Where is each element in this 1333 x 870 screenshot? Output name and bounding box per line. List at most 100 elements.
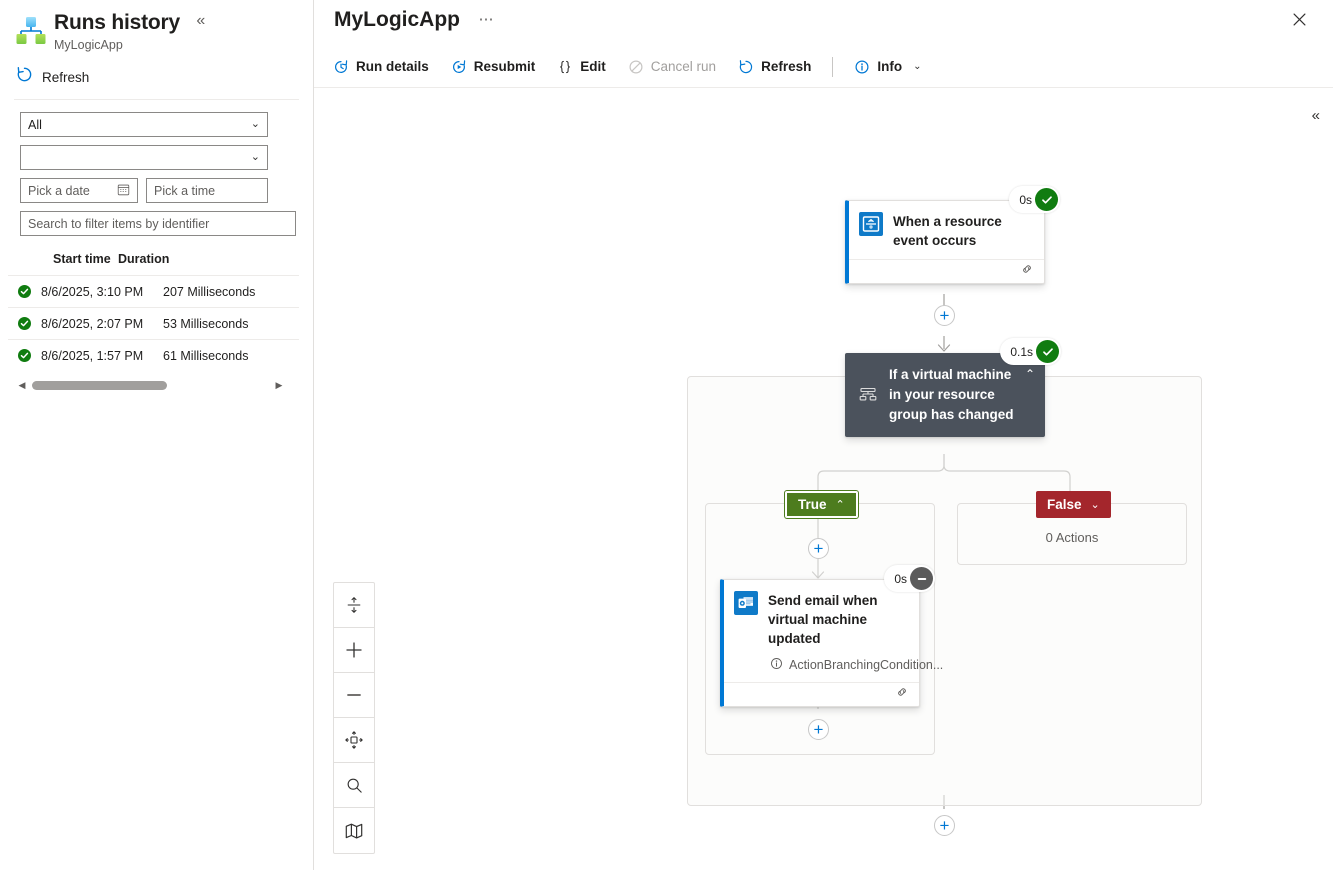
condition-duration: 0.1s: [1010, 344, 1033, 359]
success-check-icon: [18, 285, 31, 298]
run-details-button[interactable]: Run details: [322, 51, 440, 83]
add-action-button[interactable]: +: [934, 305, 955, 326]
add-action-button[interactable]: +: [808, 538, 829, 559]
action-title: Send email when virtual machine updated: [768, 593, 878, 646]
canvas-controls: [333, 582, 375, 854]
edit-button[interactable]: Edit: [546, 51, 617, 83]
info-circle-icon: [770, 657, 783, 673]
horizontal-scrollbar[interactable]: ◀ ▶: [16, 380, 285, 391]
search-placeholder: Search to filter items by identifier: [28, 216, 210, 231]
chevron-up-icon[interactable]: ⌃: [1024, 367, 1035, 381]
refresh-button[interactable]: Refresh: [0, 52, 313, 99]
refresh-icon: [738, 59, 754, 75]
action-duration: 0s: [894, 571, 907, 586]
plus-icon: +: [813, 539, 824, 558]
fit-to-screen-button[interactable]: [334, 583, 374, 628]
resubmit-icon: [451, 59, 467, 75]
false-branch-empty-text: 0 Actions: [1045, 530, 1099, 545]
condition-node[interactable]: 0.1s If a virtual machine in: [845, 338, 1061, 437]
condition-status-pill: 0.1s: [1000, 338, 1061, 365]
code-view-icon[interactable]: [895, 685, 909, 704]
refresh-button[interactable]: Refresh: [727, 51, 822, 83]
panel-subtitle: MyLogicApp: [54, 38, 123, 52]
action-subtitle: ActionBranchingCondition...: [789, 658, 944, 672]
time-placeholder: Pick a time: [154, 183, 216, 198]
status-badge: [8, 349, 41, 362]
run-details-label: Run details: [356, 59, 429, 74]
secondary-filter-dropdown[interactable]: ⌄: [20, 145, 268, 170]
add-action-button[interactable]: +: [808, 719, 829, 740]
outlook-icon: [734, 591, 758, 615]
plus-icon: +: [939, 816, 950, 835]
search-button[interactable]: [334, 763, 374, 808]
code-view-icon[interactable]: [1020, 262, 1034, 281]
refresh-label: Refresh: [761, 59, 812, 74]
pan-button[interactable]: [334, 718, 374, 763]
condition-branch-icon: [857, 384, 879, 406]
runs-table: Start time Duration 8/6/2025, 3:10 PM 20…: [0, 252, 313, 391]
canvas-collapse-icon[interactable]: «: [1311, 107, 1320, 124]
command-separator: [832, 56, 834, 77]
action-status-pill: 0s: [884, 565, 935, 592]
panel-header: Runs history « MyLogicApp: [0, 0, 313, 52]
info-button[interactable]: Info ⌄: [843, 51, 932, 83]
minimap-button[interactable]: [334, 808, 374, 853]
date-picker-input[interactable]: Pick a date: [20, 178, 138, 203]
refresh-label: Refresh: [42, 69, 90, 85]
edit-label: Edit: [580, 59, 606, 74]
add-action-button[interactable]: +: [934, 815, 955, 836]
chevron-down-icon: ⌄: [250, 118, 260, 130]
workflow-canvas[interactable]: «: [314, 99, 1333, 870]
condition-title: If a virtual machine in your resource gr…: [889, 367, 1014, 422]
date-placeholder: Pick a date: [28, 183, 90, 198]
page-title: Runs history: [54, 11, 180, 34]
cell-duration: 53 Milliseconds: [163, 316, 249, 331]
identifier-search-input[interactable]: Search to filter items by identifier: [20, 211, 296, 236]
more-options-icon[interactable]: ⋯: [478, 11, 495, 28]
edit-braces-icon: [557, 59, 573, 75]
status-badge: [8, 317, 41, 330]
cell-duration: 61 Milliseconds: [163, 348, 249, 363]
true-branch-text: True: [798, 497, 827, 512]
logic-app-icon: [14, 14, 48, 48]
cancel-run-button: Cancel run: [617, 51, 727, 83]
command-bar: Run details Resubmit: [314, 46, 1333, 88]
scroll-right-arrow-icon[interactable]: ▶: [275, 380, 283, 390]
success-check-icon: [18, 317, 31, 330]
table-row[interactable]: 8/6/2025, 2:07 PM 53 Milliseconds: [8, 307, 299, 339]
plus-icon: +: [939, 306, 950, 325]
zoom-out-button[interactable]: [334, 673, 374, 718]
scrollbar-track[interactable]: [32, 381, 269, 390]
chevron-down-icon: ⌄: [1090, 499, 1100, 511]
runs-history-panel: Runs history « MyLogicApp Refresh All ⌄: [0, 0, 314, 870]
trigger-node[interactable]: 0s When a reso: [845, 186, 1060, 284]
true-branch-label[interactable]: True ⌃: [784, 490, 859, 519]
scrollbar-thumb[interactable]: [32, 381, 168, 390]
zoom-in-button[interactable]: [334, 628, 374, 673]
scroll-left-arrow-icon[interactable]: ◀: [18, 380, 26, 390]
send-email-action-node[interactable]: 0s: [720, 565, 943, 707]
close-icon[interactable]: [1287, 7, 1311, 31]
false-branch-text: False: [1047, 497, 1082, 512]
chevron-down-icon: ⌄: [250, 151, 260, 163]
false-branch-label[interactable]: False ⌄: [1036, 491, 1111, 518]
resubmit-label: Resubmit: [473, 59, 536, 74]
time-picker-input[interactable]: Pick a time: [146, 178, 268, 203]
panel-divider: [14, 99, 299, 100]
success-check-icon: [1036, 340, 1059, 363]
calendar-icon[interactable]: [117, 183, 130, 199]
action-subtitle-row: ActionBranchingCondition...: [724, 657, 943, 682]
trigger-title: When a resource event occurs: [893, 214, 1002, 248]
trigger-node-footer: [849, 259, 1044, 283]
chevron-down-icon[interactable]: ⌄: [913, 61, 922, 72]
resubmit-button[interactable]: Resubmit: [440, 51, 547, 83]
refresh-icon: [16, 66, 33, 88]
designer-header: MyLogicApp ⋯: [314, 0, 1333, 32]
table-row[interactable]: 8/6/2025, 3:10 PM 207 Milliseconds: [8, 275, 299, 307]
cancel-run-label: Cancel run: [650, 59, 717, 74]
status-filter-value: All: [28, 117, 42, 132]
status-filter-dropdown[interactable]: All ⌄: [20, 112, 268, 137]
cancel-run-icon: [628, 59, 644, 75]
collapse-panel-icon[interactable]: «: [196, 12, 206, 29]
table-row[interactable]: 8/6/2025, 1:57 PM 61 Milliseconds: [8, 339, 299, 371]
